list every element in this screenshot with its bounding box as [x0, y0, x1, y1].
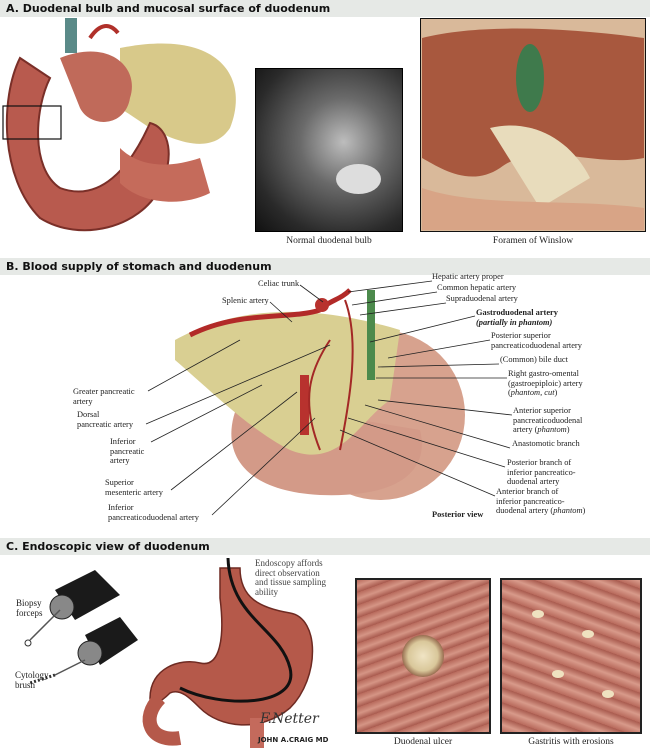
caption-gastritis-with-erosions: Gastritis with erosions	[528, 737, 614, 747]
caption-foramen-of-winslow: Foramen of Winslow	[492, 236, 574, 246]
detail-box	[2, 105, 62, 140]
line: pancreaticoduodenal	[513, 415, 583, 425]
netter-signature: F.Netter	[259, 711, 320, 727]
line: Inferior	[110, 437, 136, 446]
biopsy-forceps-icon	[24, 570, 120, 647]
line: duodenal artery	[507, 477, 560, 487]
gastritis-erosions-image	[500, 578, 642, 734]
artist-signature: JOHN A.CRAIG MD	[257, 736, 329, 744]
line: direct observation	[255, 567, 320, 578]
line: phantom	[537, 425, 567, 435]
line: brush	[15, 679, 35, 690]
label-gastroduodenal-artery: Gastroduodenal artery	[476, 308, 558, 317]
line: phantom, cut	[510, 388, 555, 398]
line: Posterior superior	[491, 331, 551, 340]
line: Posterior branch of	[507, 458, 572, 467]
line: Anterior superior	[513, 406, 571, 415]
line: phantom	[553, 506, 583, 516]
line: Anterior branch of	[496, 487, 559, 496]
label-right-gastro-omental-artery: Right gastro-omental(gastroepiploic) art…	[508, 369, 583, 398]
label-gastroduodenal-note: (partially in phantom)	[476, 318, 553, 327]
section-a-title: A. Duodenal bulb and mucosal surface of …	[0, 0, 650, 17]
line: Superior	[105, 478, 134, 487]
endoscopic-instruments-illustration	[24, 570, 138, 685]
xray-image	[255, 68, 403, 232]
line: mesenteric artery	[105, 487, 163, 497]
label-supraduodenal-artery: Supraduodenal artery	[446, 294, 518, 303]
line: and tissue sampling	[255, 577, 326, 588]
label-posterior-view: Posterior view	[432, 510, 484, 519]
duodenal-ulcer-image	[355, 578, 491, 734]
caption-duodenal-ulcer: Duodenal ulcer	[393, 737, 453, 747]
line: (gastroepiploic) artery	[508, 378, 583, 388]
line: Greater pancreatic	[73, 387, 135, 396]
line: pancreatic	[110, 446, 145, 456]
section-b-title: B. Blood supply of stomach and duodenum	[0, 258, 650, 275]
line: pancreaticoduodenal artery	[108, 512, 199, 522]
label-common-hepatic-artery: Common hepatic artery	[437, 283, 517, 292]
line: Cytology	[15, 670, 49, 680]
label-anastomotic-branch: Anastomotic branch	[512, 439, 580, 448]
stomach-endoscopy-illustration: F.Netter JOHN A.CRAIG MD	[142, 558, 329, 748]
line: Right gastro-omental	[508, 369, 579, 378]
duodenum-illustration	[2, 18, 236, 232]
label-splenic-artery: Splenic artery	[222, 296, 269, 305]
label-celiac-trunk: Celiac trunk	[258, 279, 300, 288]
line: ability	[255, 586, 278, 597]
line: pancreaticoduodenal artery	[491, 340, 582, 350]
line: Inferior	[108, 503, 134, 512]
line: pancreatic artery	[77, 419, 134, 429]
foramen-of-winslow-illustration	[420, 18, 646, 232]
blood-supply-illustration	[175, 288, 465, 500]
caption-normal-duodenal-bulb: Normal duodenal bulb	[286, 236, 372, 246]
line: artery (	[513, 425, 538, 435]
label-common-bile-duct: (Common) bile duct	[500, 355, 568, 364]
cytology-brush-icon	[29, 617, 138, 685]
line: artery	[110, 456, 130, 466]
line: forceps	[16, 607, 43, 618]
line: Endoscopy affords	[255, 558, 323, 568]
section-c-title: C. Endoscopic view of duodenum	[0, 538, 650, 555]
line: Dorsal	[77, 410, 100, 419]
line: Biopsy	[16, 598, 42, 608]
line: inferior pancreatico-	[496, 496, 565, 506]
line: duodenal artery (	[496, 506, 554, 516]
line: artery	[73, 396, 93, 406]
line: inferior pancreatico-	[507, 467, 576, 477]
label-hepatic-artery-proper: Hepatic artery proper	[432, 272, 504, 281]
